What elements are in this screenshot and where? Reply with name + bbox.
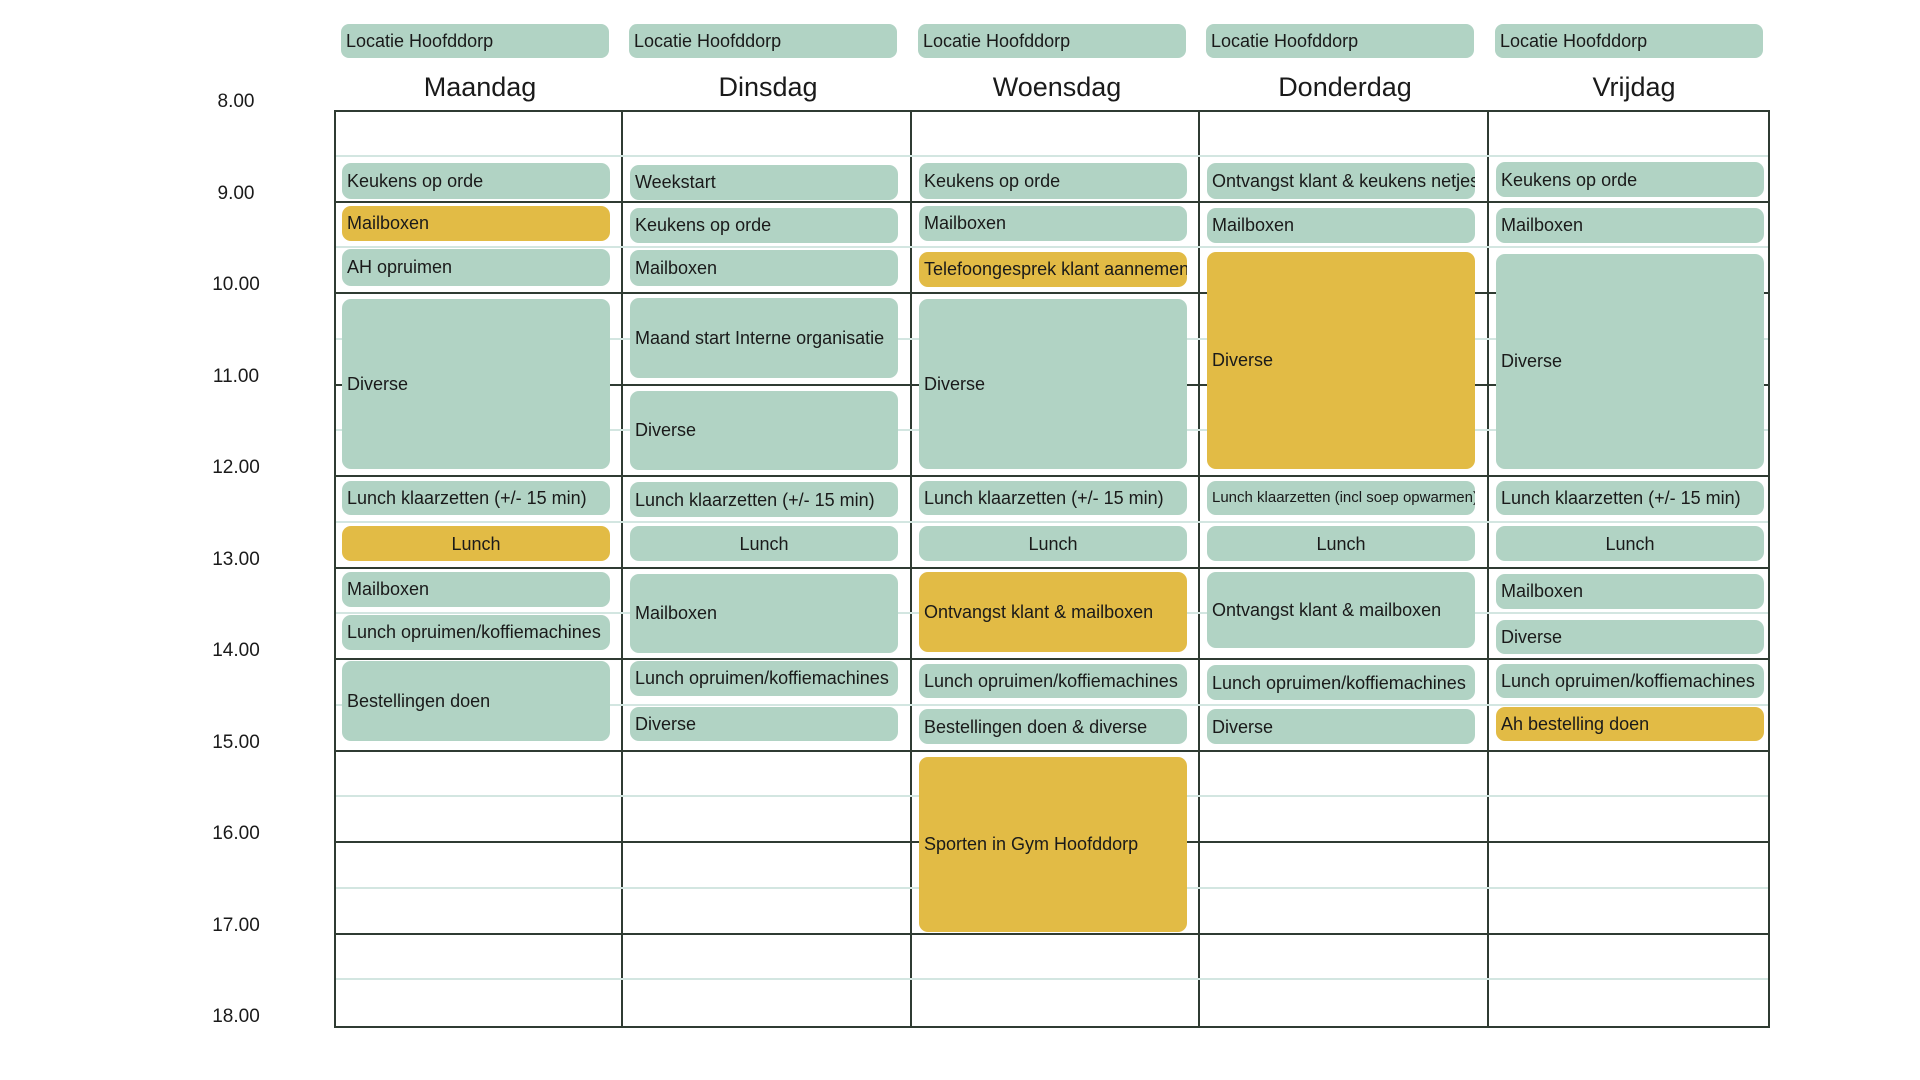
schedule-grid-frame [334,110,1770,1028]
day-name-donderdag: Donderdag [1278,72,1412,102]
schedule-event[interactable]: Keukens op orde [1496,162,1764,197]
location-badge: Locatie Hoofddorp [1495,24,1763,58]
hour-line [336,658,1768,660]
schedule-event[interactable]: Ontvangst klant & keukens netjes [1207,163,1475,199]
day-name-woensdag: Woensdag [992,72,1122,102]
schedule-event[interactable]: Lunch opruimen/koffiemachines [1207,665,1475,701]
schedule-event[interactable]: Lunch opruimen/koffiemachines [342,615,610,650]
schedule-event[interactable]: Lunch klaarzetten (+/- 15 min) [919,480,1187,516]
time-label: 16.00 [212,823,260,844]
schedule-event[interactable]: Diverse [630,706,898,742]
time-label: 13.00 [212,548,260,570]
column-divider [1487,110,1489,1028]
schedule-event[interactable]: Keukens op orde [342,163,610,199]
time-label: 18.00 [212,1006,260,1027]
schedule-event[interactable]: Bestellingen doen & diverse [919,709,1187,745]
column-divider [1198,110,1200,1028]
schedule-event[interactable]: Keukens op orde [919,163,1187,199]
day-name-vrijdag: Vrijdag [1592,72,1676,102]
schedule-event[interactable]: Diverse [1496,619,1764,655]
hour-line [336,475,1768,477]
schedule-event[interactable]: Lunch klaarzetten (+/- 15 min) [1496,480,1764,516]
schedule-event[interactable]: Mailboxen [630,573,898,653]
schedule-event[interactable]: Maand start Interne organisatie [630,297,898,379]
schedule-event[interactable]: Lunch [1207,526,1475,562]
schedule-event[interactable]: Lunch klaarzetten (incl soep opwarmen) [1207,480,1475,516]
schedule-event[interactable]: Ontvangst klant & mailboxen [1207,572,1475,648]
schedule-event[interactable]: Sporten in Gym Hoofddorp [919,756,1187,932]
time-label: 8.00 [217,91,255,112]
day-name-dinsdag: Dinsdag [718,72,818,102]
time-label: 15.00 [212,731,260,753]
half-hour-line [336,978,1768,981]
half-hour-line [336,703,1768,706]
schedule-event[interactable]: Mailboxen [630,249,898,286]
time-label: 17.00 [212,914,260,936]
half-hour-line [336,154,1768,157]
schedule-event[interactable]: Mailboxen [342,206,610,241]
schedule-event[interactable]: Lunch [1496,526,1764,562]
schedule-event[interactable]: Diverse [1496,253,1764,469]
hour-line [336,749,1768,752]
location-badge: Locatie Hoofddorp [1206,24,1474,58]
schedule-event[interactable]: Mailboxen [1496,573,1764,609]
schedule-event[interactable]: Diverse [342,299,610,469]
schedule-event[interactable]: Bestellingen doen [342,660,610,742]
schedule-event[interactable]: Diverse [919,299,1187,469]
schedule-event[interactable]: Lunch opruimen/koffiemachines [630,660,898,696]
time-label: 12.00 [212,457,260,478]
half-hour-line [336,246,1768,249]
time-label: 10.00 [212,274,260,295]
schedule-event[interactable]: Lunch [919,526,1187,562]
schedule-event[interactable]: Diverse [630,390,898,470]
schedule-event[interactable]: Lunch klaarzetten (+/- 15 min) [630,482,898,518]
schedule-event[interactable]: Mailboxen [342,572,610,607]
schedule-event[interactable]: Telefoongesprek klant aannemen [919,251,1187,287]
schedule-event[interactable]: Weekstart [630,164,898,200]
schedule-event[interactable]: Mailboxen [919,206,1187,241]
schedule-event[interactable]: Diverse [1207,709,1475,745]
time-label: 14.00 [212,640,260,661]
hour-line [336,292,1768,294]
schedule-event[interactable]: Lunch opruimen/koffiemachines [1496,663,1764,699]
location-badge: Locatie Hoofddorp [341,24,609,58]
time-label: 11.00 [212,365,260,387]
schedule-event[interactable]: AH opruimen [342,249,610,286]
schedule-event[interactable]: Lunch [342,526,610,562]
location-badge: Locatie Hoofddorp [918,24,1186,58]
half-hour-line [336,520,1768,523]
hour-line [336,200,1768,203]
hour-line [336,566,1768,569]
column-divider [621,110,623,1028]
schedule-event[interactable]: Mailboxen [1496,207,1764,243]
schedule-event[interactable]: Lunch klaarzetten (+/- 15 min) [342,480,610,516]
hour-line [336,932,1768,935]
day-name-maandag: Maandag [423,72,537,102]
time-label: 9.00 [217,182,255,204]
column-divider [910,110,912,1028]
schedule-event[interactable]: Lunch [630,526,898,562]
schedule-event[interactable]: Diverse [1207,251,1475,469]
schedule-event[interactable]: Ontvangst klant & mailboxen [919,572,1187,652]
schedule-event[interactable]: Lunch opruimen/koffiemachines [919,663,1187,699]
schedule-event[interactable]: Ah bestelling doen [1496,706,1764,742]
location-badge: Locatie Hoofddorp [629,24,897,58]
schedule-event[interactable]: Keukens op orde [630,207,898,243]
schedule-event[interactable]: Mailboxen [1207,207,1475,243]
